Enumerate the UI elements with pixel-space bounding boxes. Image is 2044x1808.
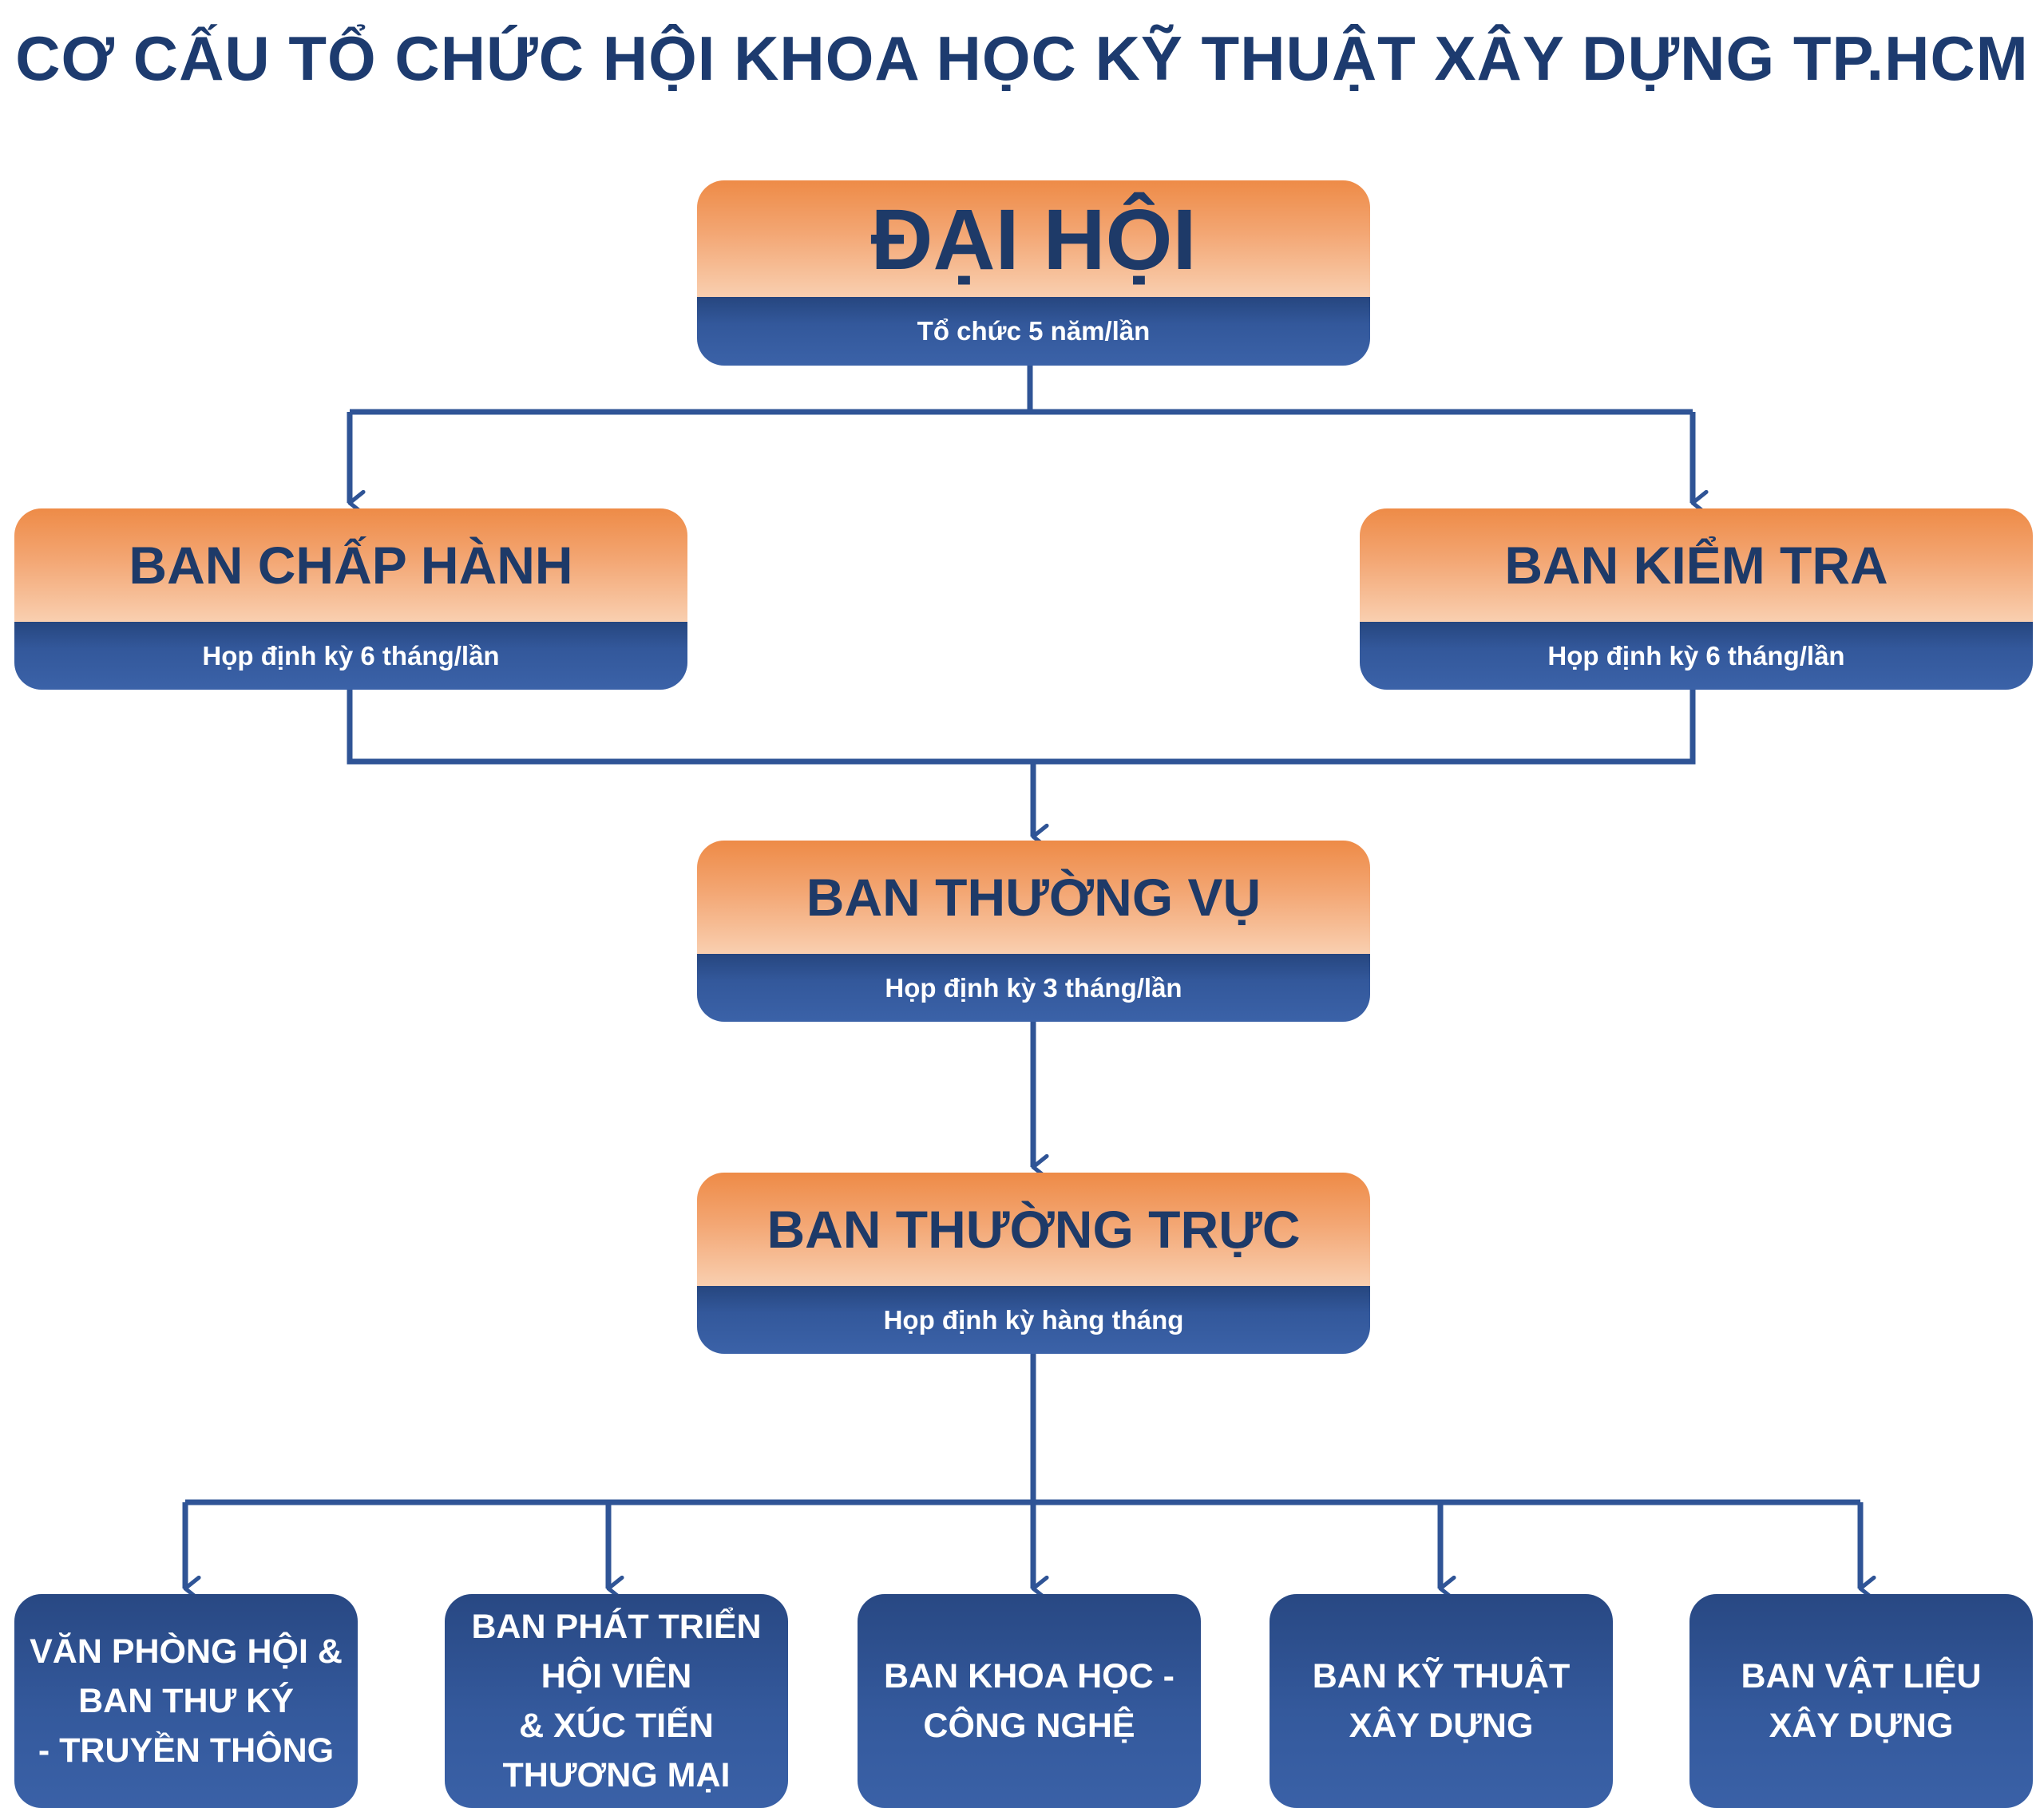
unit-ban-vat-lieu-xay-dung: BAN VẬT LIỆU XÂY DỰNG — [1689, 1594, 2033, 1808]
unit-ban-ky-thuat-xay-dung-label: BAN KỸ THUẬT XÂY DỰNG — [1312, 1657, 1571, 1745]
node-ban-kiem-tra-name: BAN KIỂM TRA — [1360, 508, 2033, 622]
node-ban-thuong-vu-name: BAN THƯỜNG VỤ — [697, 841, 1370, 954]
node-ban-chap-hanh-name: BAN CHẤP HÀNH — [14, 508, 687, 622]
unit-ban-vat-lieu-xay-dung-label: BAN VẬT LIỆU XÂY DỰNG — [1741, 1657, 1982, 1745]
page-title: CƠ CẤU TỔ CHỨC HỘI KHOA HỌC KỸ THUẬT XÂY… — [15, 23, 2029, 93]
unit-ban-khoa-hoc-cong-nghe-label: BAN KHOA HỌC - CÔNG NGHỆ — [884, 1657, 1175, 1745]
connector-boards-merge — [347, 690, 1696, 765]
unit-ban-phat-trien-hoi-vien-label: BAN PHÁT TRIỂN HỘI VIÊN & XÚC TIẾN THƯƠN… — [471, 1608, 762, 1794]
node-ban-kiem-tra: BAN KIỂM TRA Họp định kỳ 6 tháng/lần — [1360, 508, 2033, 690]
node-dai-hoi: ĐẠI HỘI Tổ chức 5 năm/lần — [697, 180, 1370, 366]
node-ban-thuong-vu-note: Họp định kỳ 3 tháng/lần — [697, 954, 1370, 1022]
unit-van-phong-hoi: VĂN PHÒNG HỘI & BAN THƯ KÝ - TRUYỀN THÔN… — [14, 1594, 358, 1808]
unit-van-phong-hoi-label: VĂN PHÒNG HỘI & BAN THƯ KÝ - TRUYỀN THÔN… — [30, 1632, 343, 1770]
connector-units-split — [185, 1354, 1860, 1505]
connector-daihoi-split — [350, 366, 1693, 415]
node-ban-chap-hanh-note: Họp định kỳ 6 tháng/lần — [14, 622, 687, 690]
node-dai-hoi-note: Tổ chức 5 năm/lần — [697, 297, 1370, 366]
node-dai-hoi-name: ĐẠI HỘI — [697, 180, 1370, 297]
unit-ban-phat-trien-hoi-vien: BAN PHÁT TRIỂN HỘI VIÊN & XÚC TIẾN THƯƠN… — [445, 1594, 788, 1808]
unit-ban-khoa-hoc-cong-nghe: BAN KHOA HỌC - CÔNG NGHỆ — [858, 1594, 1201, 1808]
node-ban-kiem-tra-note: Họp định kỳ 6 tháng/lần — [1360, 622, 2033, 690]
node-ban-thuong-truc-note: Họp định kỳ hàng tháng — [697, 1286, 1370, 1354]
unit-ban-ky-thuat-xay-dung: BAN KỸ THUẬT XÂY DỰNG — [1270, 1594, 1613, 1808]
node-ban-thuong-truc-name: BAN THƯỜNG TRỰC — [697, 1173, 1370, 1286]
node-ban-thuong-vu: BAN THƯỜNG VỤ Họp định kỳ 3 tháng/lần — [697, 841, 1370, 1022]
node-ban-chap-hanh: BAN CHẤP HÀNH Họp định kỳ 6 tháng/lần — [14, 508, 687, 690]
node-ban-thuong-truc: BAN THƯỜNG TRỰC Họp định kỳ hàng tháng — [697, 1173, 1370, 1354]
